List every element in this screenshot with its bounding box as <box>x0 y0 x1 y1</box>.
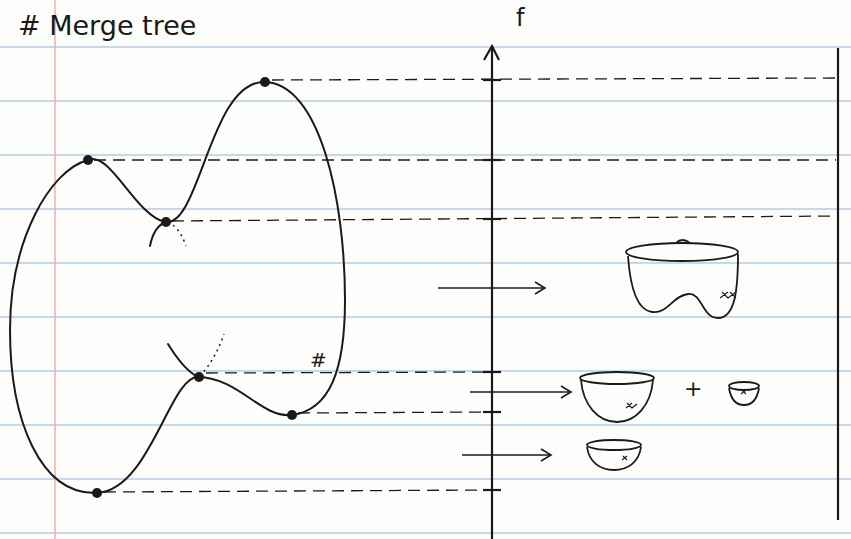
sublevel-bowls <box>580 240 759 470</box>
level-lines <box>94 78 836 492</box>
bowl-scribbles <box>622 292 746 460</box>
saddle-hints <box>168 222 224 376</box>
surface-outline <box>10 82 345 493</box>
union-sign: + <box>684 378 702 400</box>
ruled-lines <box>0 47 851 533</box>
level-arrows <box>438 282 571 461</box>
region-mark: # <box>310 350 327 370</box>
page-title: # Merge tree <box>18 12 196 39</box>
critical-points <box>83 77 297 498</box>
f-axis <box>483 46 838 539</box>
margin-line <box>54 0 56 539</box>
axis-label: f <box>516 6 524 30</box>
